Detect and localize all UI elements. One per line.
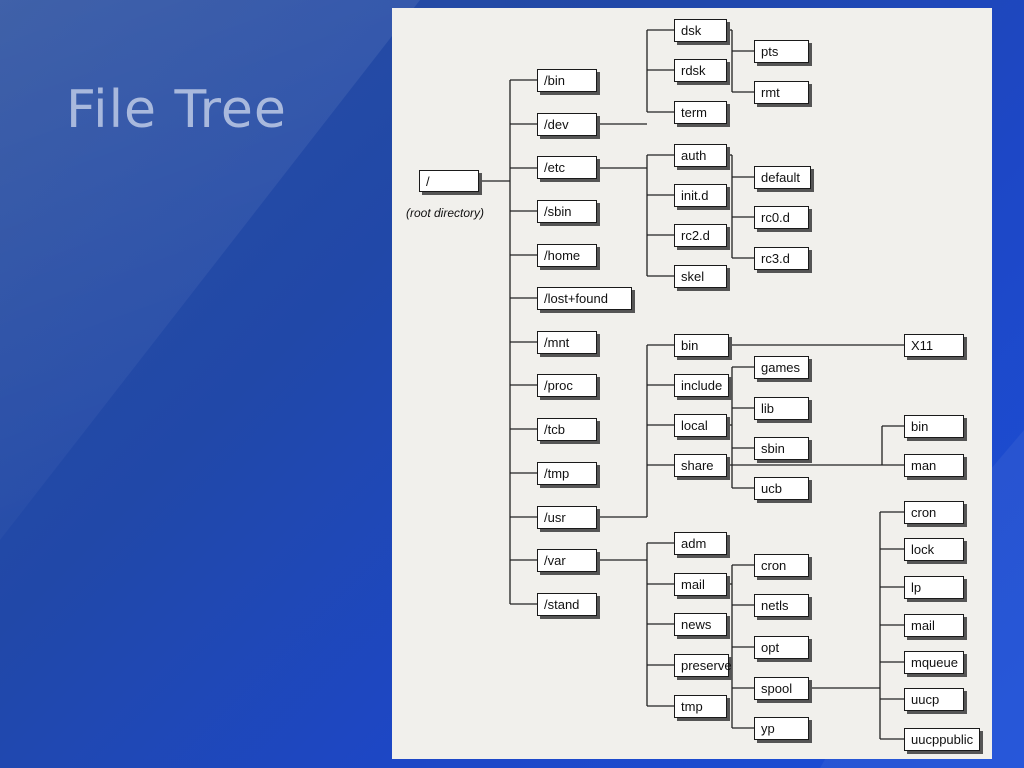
tree-node-usr-sbin: sbin [754, 437, 809, 460]
connector-lines [480, 29, 904, 740]
tree-node-games: games [754, 356, 809, 379]
tree-node-share: share [674, 454, 727, 477]
tree-node-tcb: /tcb [537, 418, 597, 441]
tree-node-spool-cron: cron [904, 501, 964, 524]
tree-node-auth: auth [674, 144, 727, 167]
tree-node-rc2-d: rc2.d [674, 224, 727, 247]
tree-node-skel: skel [674, 265, 727, 288]
tree-node-mnt: /mnt [537, 331, 597, 354]
tree-node-spool: spool [754, 677, 809, 700]
root-caption: (root directory) [406, 206, 485, 220]
tree-node-bin: /bin [537, 69, 597, 92]
tree-node-dsk: dsk [674, 19, 727, 42]
tree-node-x11: X11 [904, 334, 964, 357]
tree-node-include: include [674, 374, 729, 397]
tree-node-default: default [754, 166, 811, 189]
tree-node-uucppublic: uucppublic [904, 728, 980, 751]
tree-node-spool-mail: mail [904, 614, 964, 637]
tree-node-news: news [674, 613, 727, 636]
tree-node-netls: netls [754, 594, 809, 617]
tree-node-home: /home [537, 244, 597, 267]
tree-node-mqueue: mqueue [904, 651, 964, 674]
tree-node-adm: adm [674, 532, 727, 555]
tree-node-usr: /usr [537, 506, 597, 529]
tree-node-man: man [904, 454, 964, 477]
tree-node-tmp: /tmp [537, 462, 597, 485]
tree-node-rc3-d: rc3.d [754, 247, 809, 270]
tree-node-rc0-d: rc0.d [754, 206, 809, 229]
tree-node-local: local [674, 414, 727, 437]
tree-node-term: term [674, 101, 727, 124]
tree-node-init-d: init.d [674, 184, 727, 207]
file-tree-diagram: / (root directory) /bin /dev /etc /sbin … [392, 8, 992, 759]
tree-node-usr-bin: bin [674, 334, 729, 357]
tree-node-var-tmp: tmp [674, 695, 727, 718]
tree-node-var-cron: cron [754, 554, 809, 577]
tree-node-root: / [419, 170, 479, 192]
tree-node-pts: pts [754, 40, 809, 63]
tree-node-lib: lib [754, 397, 809, 420]
tree-node-sbin: /sbin [537, 200, 597, 223]
tree-node-share-bin: bin [904, 415, 964, 438]
tree-node-lock: lock [904, 538, 964, 561]
tree-node-ucb: ucb [754, 477, 809, 500]
tree-node-var: /var [537, 549, 597, 572]
tree-node-preserve: preserve [674, 654, 732, 677]
tree-node-uucp: uucp [904, 688, 964, 711]
tree-node-proc: /proc [537, 374, 597, 397]
tree-node-yp: yp [754, 717, 809, 740]
tree-node-dev: /dev [537, 113, 597, 136]
tree-node-rmt: rmt [754, 81, 809, 104]
tree-node-stand: /stand [537, 593, 597, 616]
slide-title: File Tree [66, 80, 287, 140]
tree-node-lp: lp [904, 576, 964, 599]
tree-node-lost-found: /lost+found [537, 287, 632, 310]
tree-node-mail: mail [674, 573, 727, 596]
tree-node-opt: opt [754, 636, 809, 659]
tree-node-rdsk: rdsk [674, 59, 727, 82]
tree-node-etc: /etc [537, 156, 597, 179]
